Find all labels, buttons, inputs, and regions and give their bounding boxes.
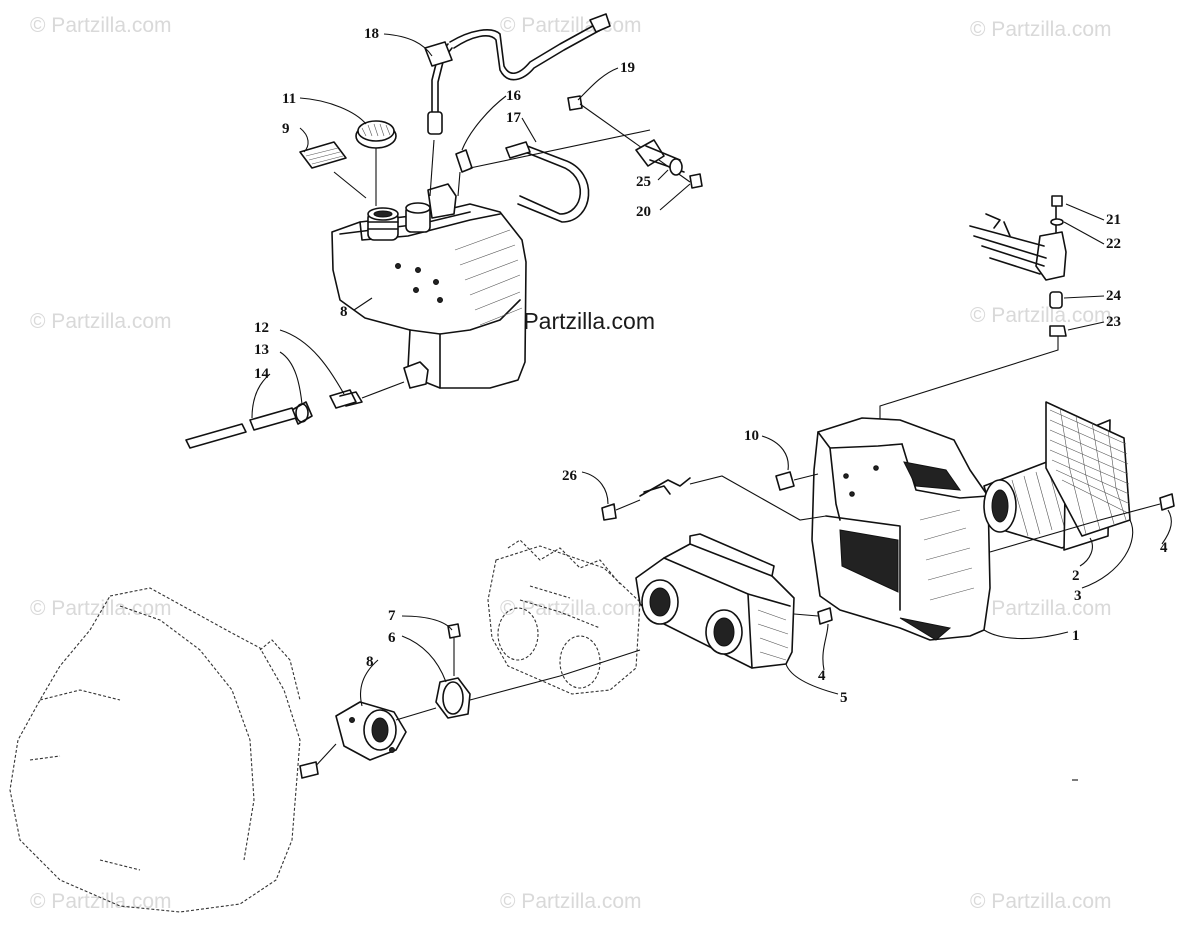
callout-19: 19 — [620, 60, 635, 76]
callout-18: 18 — [364, 26, 379, 42]
oil-tank-group — [331, 183, 527, 389]
watermark: © Partzilla.com — [970, 597, 1112, 620]
callout-5: 5 — [840, 690, 848, 706]
box-bolt — [775, 471, 819, 491]
callout-26: 26 — [562, 468, 578, 484]
callout-8: 8 — [366, 654, 374, 670]
oil-tank — [331, 203, 527, 389]
watermark: © Partzilla.com — [500, 597, 642, 620]
watermark: © Partzilla.com — [30, 597, 172, 620]
connector-group — [879, 195, 1067, 440]
callout-9: 8 — [340, 304, 348, 320]
leader-lines — [251, 33, 1172, 707]
callout-14: 13 — [254, 342, 269, 358]
hose-fitting — [455, 129, 651, 223]
mount-hardware-top — [567, 95, 703, 189]
callout-2: 2 — [1072, 568, 1080, 584]
watermark: © Partzilla.com — [500, 890, 642, 913]
engine-outline — [9, 587, 319, 913]
callout-3: 3 — [1074, 588, 1082, 604]
vent-hose — [424, 13, 611, 197]
callout-12: 11 — [282, 91, 296, 107]
watermark: © Partzilla.com — [970, 890, 1112, 913]
callout-16: 16 — [506, 88, 522, 104]
box-clip-link — [601, 475, 827, 521]
callout-24: 24 — [1106, 288, 1122, 304]
decal-plate — [299, 141, 367, 199]
intake-tube-screen — [983, 401, 1175, 553]
intake-adapter — [635, 533, 833, 669]
callout-1: 1 — [1072, 628, 1080, 644]
callout-4-center: 4 — [818, 668, 826, 684]
callout-13: 12 — [254, 320, 269, 336]
watermark: © Partzilla.com — [970, 18, 1112, 41]
callout-labels: 18 11 9 16 17 19 25 20 21 22 24 23 8 12 … — [254, 26, 1168, 706]
callout-7: 7 — [388, 608, 396, 624]
filler-cap — [355, 120, 397, 206]
callout-25: 25 — [636, 174, 651, 190]
callout-4-right: 4 — [1160, 540, 1168, 556]
watermark: © Partzilla.com — [30, 890, 172, 913]
air-silencer-box — [811, 417, 991, 641]
callout-6: 6 — [388, 630, 396, 646]
callout-20: 20 — [636, 204, 651, 220]
carburetor-outline — [487, 539, 641, 695]
flange-clamp-group — [311, 623, 641, 771]
watermark: © Partzilla.com — [30, 14, 172, 37]
callout-23: 23 — [1106, 314, 1121, 330]
watermark: © Partzilla.com — [30, 310, 172, 333]
callout-21: 21 — [1106, 212, 1121, 228]
watermark: © Partzilla.com — [970, 304, 1112, 327]
callout-15: 14 — [254, 366, 270, 382]
drain-hose-group — [185, 381, 405, 449]
callout-10: 9 — [282, 121, 290, 137]
callout-22: 22 — [1106, 236, 1121, 252]
callout-11: 10 — [744, 428, 759, 444]
callout-17: 17 — [506, 110, 522, 126]
